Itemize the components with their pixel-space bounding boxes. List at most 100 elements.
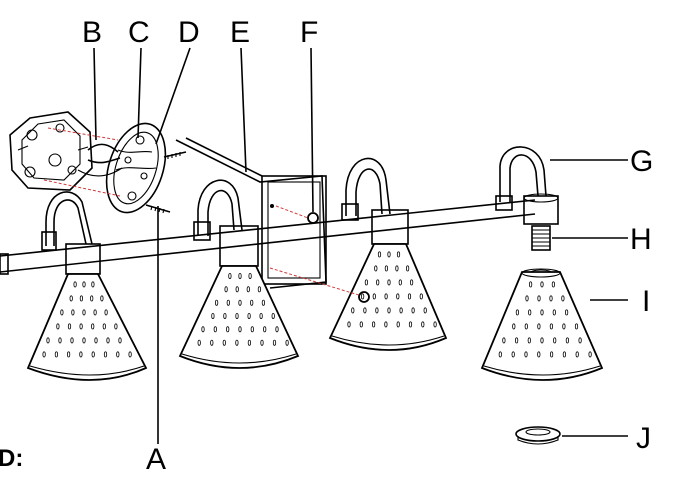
- shade-perforation: [67, 323, 72, 330]
- shade-perforation: [384, 293, 388, 300]
- shade-perforation: [238, 326, 242, 333]
- supply-wires: [77, 143, 123, 177]
- fixture-backplate: [175, 137, 327, 289]
- shade-perforation: [197, 339, 201, 346]
- shade-perforation: [116, 351, 120, 358]
- shade-perforation: [91, 351, 95, 358]
- shade-perforation: [224, 286, 228, 293]
- shade-texture-4: [498, 281, 592, 358]
- shade-perforation: [574, 323, 579, 330]
- shade-perforation: [79, 323, 83, 330]
- shade-perforation: [235, 312, 239, 319]
- shade-perforation: [421, 321, 425, 328]
- shade-perforation: [226, 299, 230, 306]
- shade-perforation: [261, 299, 265, 306]
- shade-perforation: [561, 295, 565, 302]
- shade-perforation: [564, 309, 569, 316]
- shade-perforation: [384, 265, 388, 272]
- assembly-guides: [43, 127, 363, 297]
- lamp-2: [178, 179, 300, 369]
- shade-perforation: [248, 272, 252, 279]
- label-e: E: [230, 16, 250, 49]
- lamp-4-exploded: [480, 146, 604, 381]
- shade-perforation: [259, 312, 263, 319]
- shade-perforation: [54, 351, 59, 358]
- mounting-plate: [105, 122, 167, 214]
- callout-labels: A B C D E F G H I J D:: [0, 16, 653, 476]
- shade-perforation: [79, 295, 84, 302]
- shade-perforation: [58, 337, 62, 344]
- shade-perforation: [375, 307, 379, 314]
- shade-perforation: [575, 351, 579, 358]
- shade-perforation: [527, 337, 531, 344]
- shade-perforation: [549, 323, 554, 330]
- shade-perforation: [285, 339, 289, 346]
- shade-perforation: [525, 295, 529, 302]
- shade-perforation: [247, 312, 251, 319]
- shade-perforation: [235, 339, 239, 346]
- shade-perforation: [128, 351, 132, 358]
- shade-perforation: [419, 293, 423, 300]
- shade-perforation: [411, 307, 415, 314]
- shade-perforation: [537, 295, 541, 302]
- shade-perforation: [540, 337, 544, 344]
- shade-perforation: [238, 299, 242, 306]
- shade-perforation: [553, 337, 557, 344]
- shade-ring: [515, 426, 561, 445]
- label-a: A: [146, 443, 166, 476]
- shade-perforation: [347, 321, 351, 328]
- shade-perforation: [69, 295, 73, 302]
- shade-perforation: [588, 351, 592, 358]
- shade-perforation: [226, 326, 230, 333]
- shade-perforation: [395, 265, 399, 272]
- label-c: C: [128, 16, 150, 49]
- shade-perforation: [524, 351, 528, 358]
- label-f: F: [300, 16, 318, 49]
- shade-perforation: [213, 326, 217, 333]
- shade-perforation: [374, 265, 378, 272]
- shade-perforation: [82, 309, 86, 316]
- shade-perforation: [90, 295, 94, 302]
- shade-perforation: [201, 326, 205, 333]
- label-h: H: [630, 223, 652, 256]
- leader-lines: [93, 47, 628, 444]
- shade-perforation: [399, 307, 403, 314]
- shade-perforation: [407, 293, 412, 300]
- shade-perforation: [384, 321, 388, 328]
- lamp-3: [328, 157, 448, 351]
- shade-perforation: [387, 279, 391, 286]
- edge-label: D:: [0, 445, 23, 472]
- shade-perforation: [102, 323, 106, 330]
- shade-perforation: [360, 293, 365, 300]
- shade-perforation: [70, 337, 74, 344]
- shade-perforation: [210, 339, 214, 346]
- shade-perforation: [71, 309, 75, 316]
- fixture-arm: [0, 199, 536, 275]
- shade-perforation: [275, 326, 279, 333]
- shade-perforation: [408, 321, 413, 328]
- shade-perforation: [549, 351, 554, 358]
- shade-perforation: [537, 351, 541, 358]
- shade-perforation: [272, 339, 277, 346]
- shade-perforation: [515, 309, 520, 316]
- shade-perforation: [79, 351, 83, 358]
- shade-perforation: [93, 309, 97, 316]
- shade-perforation: [396, 251, 401, 258]
- shade-perforation: [524, 323, 528, 330]
- shade-perforation: [371, 321, 376, 328]
- shade-perforation: [67, 351, 71, 358]
- shade-perforation: [405, 265, 410, 272]
- shade-perforation: [118, 337, 122, 344]
- shade-perforation: [247, 339, 251, 346]
- shade-perforation: [363, 307, 367, 314]
- shade-perforation: [498, 351, 502, 358]
- shade-perforation: [409, 279, 414, 286]
- shade-perforation: [551, 281, 556, 288]
- shade-perforation: [377, 251, 382, 258]
- shade-perforation: [511, 351, 515, 358]
- shade-perforation: [46, 337, 50, 344]
- shade-perforation: [238, 272, 242, 279]
- shade-perforation: [42, 351, 46, 358]
- shade-perforation: [91, 323, 95, 330]
